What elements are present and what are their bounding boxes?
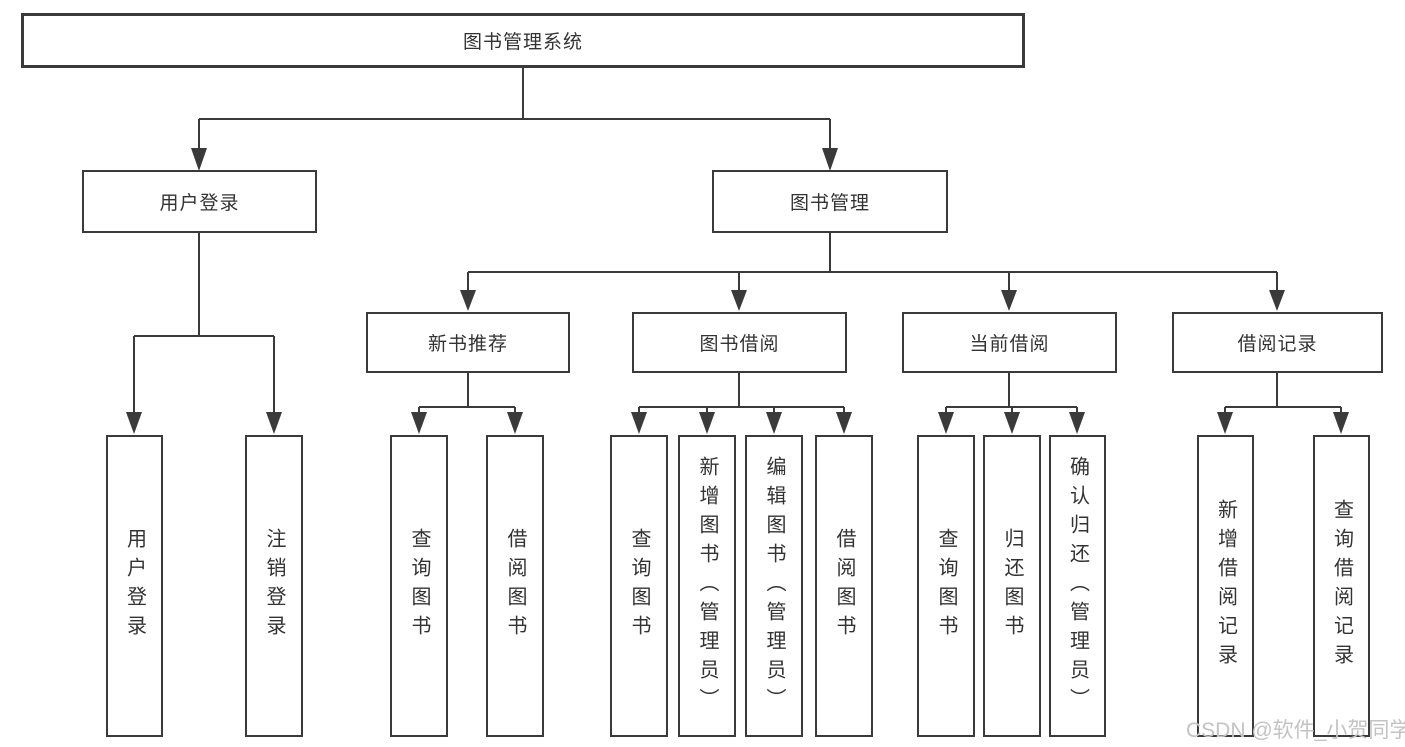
leaf-confirm-return-admin-label: 确认归还（管理员） (1066, 455, 1089, 717)
leaf-return-books: 归还图书 (983, 435, 1041, 737)
leaf-query-books-recommend: 查询图书 (390, 435, 448, 737)
node-borrow-records: 借阅记录 (1172, 312, 1383, 373)
arrowheads (126, 148, 1349, 434)
node-book-borrow-label: 图书借阅 (699, 334, 780, 355)
node-user-login-label: 用户登录 (159, 193, 240, 214)
leaf-edit-books-admin-label: 编辑图书（管理员） (763, 455, 785, 717)
node-book-borrow: 图书借阅 (632, 312, 847, 373)
leaf-borrow-books-label: 借阅图书 (833, 528, 855, 644)
leaf-add-books-admin: 新增图书（管理员） (678, 435, 736, 737)
node-current-borrow-label: 当前借阅 (969, 334, 1050, 355)
csdn-watermark: CSDN @软件_小贺同学 (1186, 719, 1405, 742)
node-current-borrow: 当前借阅 (902, 312, 1117, 373)
leaf-user-login: 用户登录 (106, 435, 163, 737)
leaf-add-borrow-record-label: 新增借阅记录 (1214, 499, 1237, 673)
leaf-query-borrow-record-label: 查询借阅记录 (1330, 499, 1353, 673)
leaf-query-books-current-label: 查询图书 (935, 528, 957, 644)
node-borrow-records-label: 借阅记录 (1237, 334, 1318, 355)
leaf-query-borrow-record: 查询借阅记录 (1313, 435, 1370, 737)
leaf-return-books-label: 归还图书 (1001, 528, 1023, 644)
node-root-label: 图书管理系统 (462, 32, 583, 53)
connector-edges (133, 68, 1342, 414)
leaf-edit-books-admin: 编辑图书（管理员） (745, 435, 803, 737)
leaf-borrow-books: 借阅图书 (815, 435, 873, 737)
node-new-book-recommend-label: 新书推荐 (427, 334, 508, 355)
leaf-logout: 注销登录 (245, 435, 303, 737)
leaf-query-books-borrow: 查询图书 (610, 435, 668, 737)
node-user-login: 用户登录 (82, 170, 317, 233)
leaf-add-books-admin-label: 新增图书（管理员） (696, 455, 718, 717)
node-new-book-recommend: 新书推荐 (366, 312, 570, 373)
leaf-user-login-label: 用户登录 (123, 528, 146, 644)
leaf-logout-label: 注销登录 (263, 528, 285, 644)
leaf-add-borrow-record: 新增借阅记录 (1197, 435, 1254, 737)
leaf-borrow-books-recommend-label: 借阅图书 (504, 528, 526, 644)
node-book-management-label: 图书管理 (789, 193, 870, 214)
node-book-management: 图书管理 (712, 170, 948, 233)
leaf-query-books-recommend-label: 查询图书 (408, 528, 430, 644)
leaf-borrow-books-recommend: 借阅图书 (486, 435, 544, 737)
leaf-confirm-return-admin: 确认归还（管理员） (1049, 435, 1106, 737)
leaf-query-books-borrow-label: 查询图书 (628, 528, 650, 644)
leaf-query-books-current: 查询图书 (917, 435, 975, 737)
node-root: 图书管理系统 (21, 13, 1025, 68)
